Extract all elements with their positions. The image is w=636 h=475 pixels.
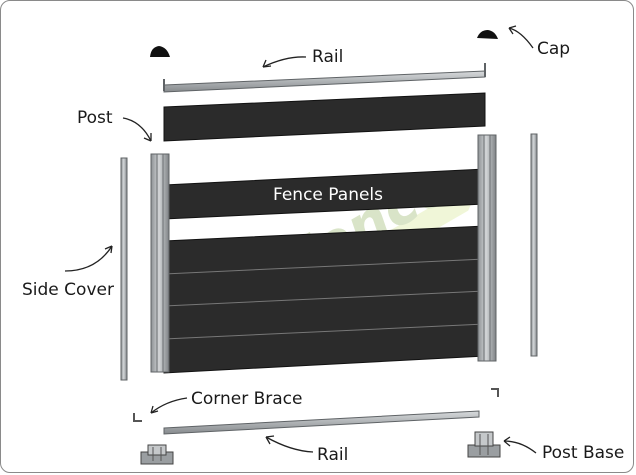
label-post-base: Post Base: [542, 443, 624, 463]
left-post: [150, 153, 170, 373]
side-cover-left: [120, 157, 128, 381]
leader-arrows: [64, 25, 537, 454]
label-rail-top: Rail: [312, 47, 343, 67]
post-base-icon: [140, 431, 501, 465]
lower-panel-stack: [163, 225, 486, 374]
right-post: [477, 134, 497, 362]
top-panel: [163, 92, 486, 142]
top-rail: [163, 63, 486, 93]
label-corner-brace: Corner Brace: [191, 389, 302, 409]
label-cap: Cap: [537, 39, 570, 59]
side-cover-right: [530, 133, 538, 357]
label-side-cover: Side Cover: [22, 280, 114, 300]
label-post: Post: [77, 108, 113, 128]
cap-icon: [150, 30, 498, 57]
label-fence-panels: Fence Panels: [273, 185, 383, 205]
bottom-rail: [163, 410, 480, 435]
corner-brace-icon: [133, 388, 499, 422]
label-rail-bottom: Rail: [317, 445, 348, 465]
